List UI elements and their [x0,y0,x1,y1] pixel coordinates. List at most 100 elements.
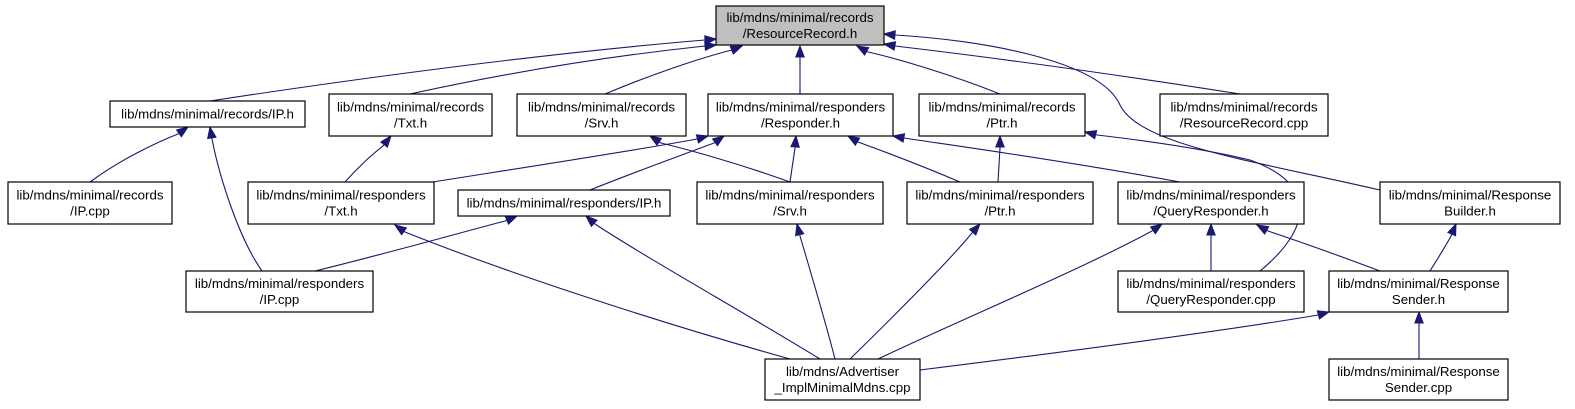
node-box[interactable] [764,358,921,401]
node-label-line: lib/mdns/minimal/records [16,188,163,203]
nodes-layer: lib/mdns/minimal/records/ResourceRecord.… [7,5,1561,401]
edge-advertiser_impl_minimal_mdns_cpp-to-responders_txt_h [393,224,791,360]
node-records-srv-h[interactable]: lib/mdns/minimal/records/Srv.h [516,93,687,137]
node-responders-ptr-h[interactable]: lib/mdns/minimal/responders/Ptr.h [906,181,1094,225]
node-records-ip-cpp[interactable]: lib/mdns/minimal/records/IP.cpp [7,181,173,225]
node-records-txt-h[interactable]: lib/mdns/minimal/records/Txt.h [328,93,493,137]
node-label-line: lib/mdns/minimal/records [1170,100,1317,115]
node-label-line: /Txt.h [324,204,357,219]
node-box[interactable] [328,93,493,137]
node-responders-txt-h[interactable]: lib/mdns/minimal/responders/Txt.h [247,181,435,225]
node-box[interactable] [696,181,884,225]
node-label-line: /IP.cpp [70,204,110,219]
edge-line [594,223,821,360]
node-records-ptr-h[interactable]: lib/mdns/minimal/records/Ptr.h [918,93,1086,137]
node-responders-query-responder-h[interactable]: lib/mdns/minimal/responders/QueryRespond… [1117,181,1305,225]
edge-response_builder_h-to-resource_record_h [882,30,1381,191]
edge-line [209,39,706,102]
node-label-line: lib/mdns/minimal/records [337,100,484,115]
node-responders-responder-h[interactable]: lib/mdns/minimal/responders/Responder.h [707,93,894,137]
edge-line [894,45,1241,95]
node-records-resource-record-cpp[interactable]: lib/mdns/minimal/records/ResourceRecord.… [1159,93,1329,137]
node-label-line: lib/mdns/minimal/Response [1389,188,1552,203]
node-box[interactable] [247,181,435,225]
node-responders-ip-cpp[interactable]: lib/mdns/minimal/responders/IP.cpp [185,270,374,313]
edge-responders_responder_h-to-resource_record_h [795,44,805,94]
node-box[interactable] [457,189,671,217]
node-box[interactable] [715,5,885,46]
node-box[interactable] [906,181,1094,225]
edge-records_ip_h-to-resource_record_h [209,35,718,102]
edge-line [919,314,1319,371]
arrowhead [379,134,392,149]
edge-line [211,138,263,272]
edge-line [409,45,706,95]
arrowhead [1316,310,1331,320]
arrowhead [795,222,805,237]
node-label-line: /QueryResponder.h [1153,204,1268,219]
arrowhead [711,135,726,147]
arrowhead [882,30,896,40]
edge-line [997,147,1001,183]
arrowhead [704,41,718,51]
edge-advertiser_impl_minimal_mdns_cpp-to-response_sender_h [919,310,1331,371]
node-box[interactable] [7,181,173,225]
node-label-line: /Ptr.h [986,116,1017,131]
edge-line [877,230,1153,360]
node-label-line: lib/mdns/minimal/records [528,100,675,115]
node-box[interactable] [1328,358,1509,401]
node-responders-query-responder-cpp[interactable]: lib/mdns/minimal/responders/QueryRespond… [1117,270,1305,313]
edge-line [419,138,698,185]
node-box[interactable] [1117,270,1305,313]
edge-line [404,231,791,360]
node-label-line: lib/mdns/minimal/responders/IP.h [467,196,662,211]
node-box[interactable] [918,93,1086,137]
node-box[interactable] [707,93,894,137]
arrowhead [207,125,217,140]
node-box[interactable] [1159,93,1329,137]
edge-line [314,220,506,272]
node-label-line: /Txt.h [394,116,427,131]
edge-records_txt_h-to-resource_record_h [409,41,718,95]
arrowhead [1149,223,1164,235]
node-label-line: /IP.cpp [260,292,300,307]
node-records-ip-h[interactable]: lib/mdns/minimal/records/IP.h [109,100,306,128]
arrowhead [584,215,598,228]
edge-records_ptr_h-to-resource_record_h [855,45,1001,95]
edge-line [849,232,973,360]
node-box[interactable] [109,100,306,128]
arrowhead [855,45,870,56]
node-responders-srv-h[interactable]: lib/mdns/minimal/responders/Srv.h [696,181,884,225]
arrowhead [1083,130,1098,140]
edge-advertiser_impl_minimal_mdns_cpp-to-responders_ip_h [584,215,821,360]
node-label-line: lib/mdns/minimal/responders [705,188,875,203]
edge-line [1429,235,1452,272]
node-box[interactable] [185,270,374,313]
node-advertiser-impl-minimal-mdns-cpp[interactable]: lib/mdns/Advertiser_ImplMinimalMdns.cpp [764,358,921,401]
edge-advertiser_impl_minimal_mdns_cpp-to-responders_ptr_h [849,222,981,360]
node-resource-record-h[interactable]: lib/mdns/minimal/records/ResourceRecord.… [715,5,885,46]
edge-records_srv_h-to-resource_record_h [604,45,744,95]
edge-responders_query_responder_cpp-to-responders_query_responder_h [1206,222,1216,271]
arrowhead [891,133,906,143]
node-box[interactable] [516,93,687,137]
node-label-line: /ResourceRecord.cpp [1180,116,1309,131]
node-label-line: _ImplMinimalMdns.cpp [774,380,911,395]
node-label-line: lib/mdns/Advertiser [786,364,900,379]
edge-responders_srv_h-to-records_srv_h [648,135,791,183]
node-box[interactable] [1117,181,1305,225]
node-box[interactable] [1328,270,1509,313]
edge-advertiser_impl_minimal_mdns_cpp-to-responders_query_responder_h [877,223,1164,360]
node-responders-ip-h[interactable]: lib/mdns/minimal/responders/IP.h [457,189,671,217]
node-label-line: lib/mdns/minimal/Response [1337,364,1500,379]
edge-line [799,235,836,360]
node-box[interactable] [1379,181,1561,225]
edge-records_ip_cpp-to-records_ip_h [89,126,190,183]
edges-layer [89,30,1457,371]
arrowhead [1255,224,1270,235]
node-label-line: /QueryResponder.cpp [1146,292,1275,307]
arrowhead [882,41,897,51]
